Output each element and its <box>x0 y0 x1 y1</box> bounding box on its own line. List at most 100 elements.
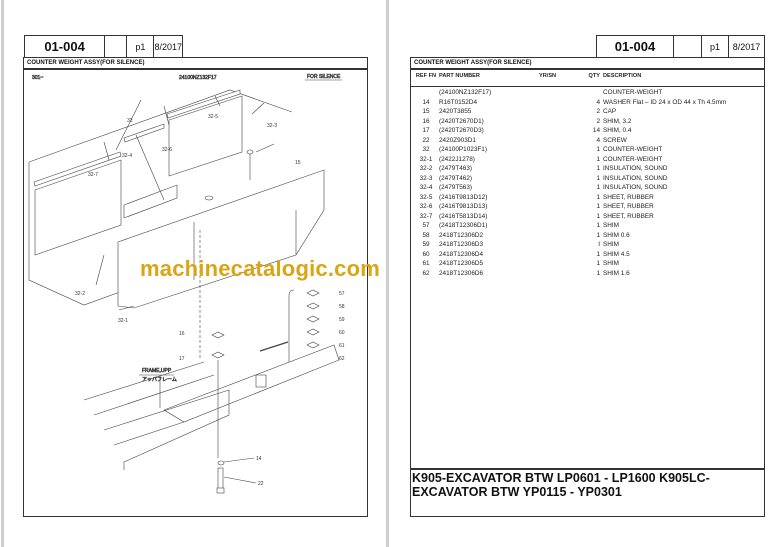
part-number-cell: (2422J1278) <box>439 155 475 163</box>
description-cell: SHIM <box>603 260 619 267</box>
yr-sn-cell <box>539 221 581 231</box>
part-number-cell: (2416T9813D12) <box>439 193 488 201</box>
qty-cell: 1 <box>596 174 600 182</box>
page-date-right: 8/2017 <box>732 41 761 52</box>
col-yr-sn: YR/SN <box>539 73 557 79</box>
page-number-right: p1 <box>702 36 729 57</box>
yr-sn-cell <box>539 164 581 174</box>
part-number-cell: 2420T3855 <box>439 108 472 115</box>
ref-cell: 62 <box>422 269 430 277</box>
ref-cell: 22 <box>422 136 430 144</box>
part-number-cell: 2418T12306D3 <box>439 241 484 248</box>
callout-32-7: 32-7 <box>88 172 98 178</box>
ref-cell: 32-1 <box>419 155 433 163</box>
callout-14: 14 <box>256 456 262 462</box>
part-number-cell: (2416T5813D14) <box>439 212 488 220</box>
description-cell: CAP <box>603 108 617 115</box>
ref-cell: 61 <box>422 260 430 267</box>
qty-cell <box>581 88 603 98</box>
part-number-cell: (2416T9813D13) <box>439 203 488 210</box>
qty-cell: 2 <box>596 108 600 115</box>
ref-cell: 15 <box>422 108 430 115</box>
ref-cell: 32-2 <box>419 165 433 172</box>
description-cell: INSULATION, SOUND <box>603 165 668 172</box>
qty-cell: 1 <box>596 222 600 229</box>
exploded-diagram: 301~ 24100NZ132F17 FOR SILENCE <box>23 69 368 517</box>
qty-cell: 1 <box>596 203 600 210</box>
part-number-cell: R16T0152D4 <box>439 98 478 106</box>
ref-cell: 32-6 <box>419 203 433 210</box>
description-cell: SHIM <box>603 241 619 248</box>
qty-cell: 1 <box>596 165 600 172</box>
ref-cell: 16 <box>422 117 430 125</box>
yr-sn-cell <box>539 202 581 212</box>
part-number-cell: (24100NZ132F17) <box>439 89 492 96</box>
page-number: p1 <box>127 36 155 57</box>
callout-16: 16 <box>179 331 185 337</box>
col-part-number: PART NUMBER <box>439 73 480 79</box>
qty-cell: 4 <box>596 98 600 106</box>
ref-cell: 60 <box>422 250 430 258</box>
callout-32-2: 32-2 <box>75 291 85 297</box>
right-section-title: COUNTER WEIGHT ASSY(FOR SILENCE) <box>410 57 765 69</box>
ref-cell: 32-5 <box>419 193 433 201</box>
header-blank-right <box>674 36 702 57</box>
callout-17: 17 <box>179 356 185 362</box>
ref-cell: 58 <box>422 231 430 239</box>
qty-cell: 1 <box>596 250 600 258</box>
description-cell: WASHER Flat – ID 24 x OD 44 x Th 4.5mm <box>603 98 727 106</box>
left-section-title: COUNTER WEIGHT ASSY(FOR SILENCE) <box>23 57 368 69</box>
ref-cell: 57 <box>422 222 430 229</box>
callout-60: 60 <box>339 330 345 336</box>
part-number-cell: (2479T463) <box>439 165 473 172</box>
callout-32-5: 32-5 <box>208 114 218 120</box>
yr-sn-cell <box>539 98 581 108</box>
qty-cell: 1 <box>596 269 600 277</box>
description-cell: COUNTER-WEIGHT <box>603 146 663 153</box>
page-divider <box>386 0 389 547</box>
description-cell: SHEET, RUBBER <box>603 212 654 220</box>
yr-sn-cell <box>539 183 581 193</box>
right-header: 01-004 p1 8/2017 <box>596 35 765 57</box>
yr-sn-cell <box>539 155 581 165</box>
yr-sn-cell <box>539 88 581 98</box>
ref-cell: 32-7 <box>419 212 433 220</box>
part-number-cell: (2479T563) <box>439 184 473 191</box>
callout-62: 62 <box>339 356 345 362</box>
description-cell: SHEET, RUBBER <box>603 203 654 210</box>
yr-sn-cell <box>539 126 581 136</box>
col-ref: REF FN <box>415 73 437 79</box>
description-cell: SCREW <box>603 136 627 144</box>
ref-cell: 32 <box>422 146 430 153</box>
part-number-cell: 2418T12306D5 <box>439 260 484 267</box>
description-cell: SHIM <box>603 222 619 229</box>
diagram-drawing: 301~ 24100NZ132F17 FOR SILENCE <box>28 74 345 494</box>
qty-cell: 1 <box>596 212 600 220</box>
part-number-cell: (2479T462) <box>439 174 473 182</box>
part-number-cell: 2420Z903D1 <box>439 136 476 144</box>
column-headers: REF FN PART NUMBER YR/SN QTY DESCRIPTION <box>413 72 763 82</box>
frame-label: FRAME,UPP <box>142 368 172 374</box>
ref-cell: 17 <box>422 127 430 134</box>
model-title: K905-EXCAVATOR BTW LP0601 - LP1600 K905L… <box>412 471 710 499</box>
left-header: 01-004 p1 8/2017 <box>24 35 183 57</box>
callout-32-1: 32-1 <box>118 318 128 324</box>
qty-cell: 1 <box>596 184 600 191</box>
yr-sn-cell <box>539 240 581 250</box>
qty-cell: 1 <box>596 155 600 163</box>
description-cell: SHIM, 3.2 <box>603 117 632 125</box>
part-number-cell: (2420T2670D1) <box>439 117 484 125</box>
description-cell: COUNTER-WEIGHT <box>603 155 663 163</box>
diagram-part: 24100NZ132F17 <box>179 75 217 81</box>
